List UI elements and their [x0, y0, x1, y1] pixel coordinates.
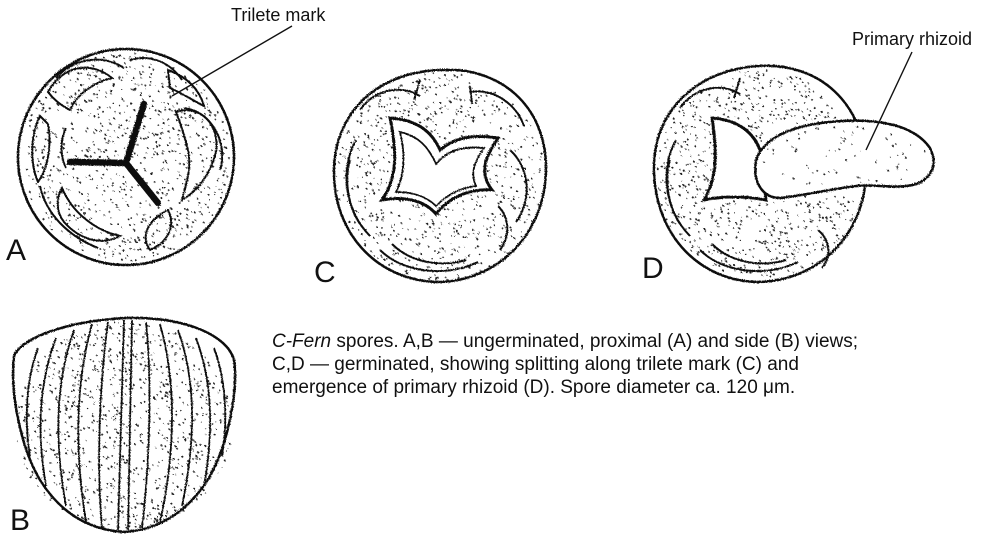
caption-genus: C-Fern — [272, 331, 331, 352]
spore-a — [18, 49, 234, 265]
figure-caption: C-Fern spores. A,B — ungerminated, proxi… — [272, 330, 972, 399]
caption-line-2: C,D — germinated, showing splitting alon… — [272, 353, 972, 376]
stipple-b — [17, 322, 233, 529]
panel-letter-b: B — [10, 506, 30, 536]
caption-line-1: C-Fern spores. A,B — ungerminated, proxi… — [272, 330, 972, 353]
spore-d — [654, 66, 934, 282]
primary-rhizoid-label: Primary rhizoid — [852, 30, 972, 48]
panel-letter-a: A — [6, 236, 26, 266]
caption-line-3: emergence of primary rhizoid (D). Spore … — [272, 376, 972, 399]
primary-rhizoid — [755, 121, 933, 198]
caption-line-1-text: spores. A,B — ungerminated, proximal (A)… — [331, 331, 858, 352]
panel-letter-c: C — [314, 258, 336, 288]
trilete-mark-label: Trilete mark — [231, 6, 325, 24]
trilete-callout-line — [172, 26, 292, 96]
spore-b — [13, 318, 235, 532]
panel-letter-d: D — [642, 254, 664, 284]
spore-c — [334, 70, 546, 282]
